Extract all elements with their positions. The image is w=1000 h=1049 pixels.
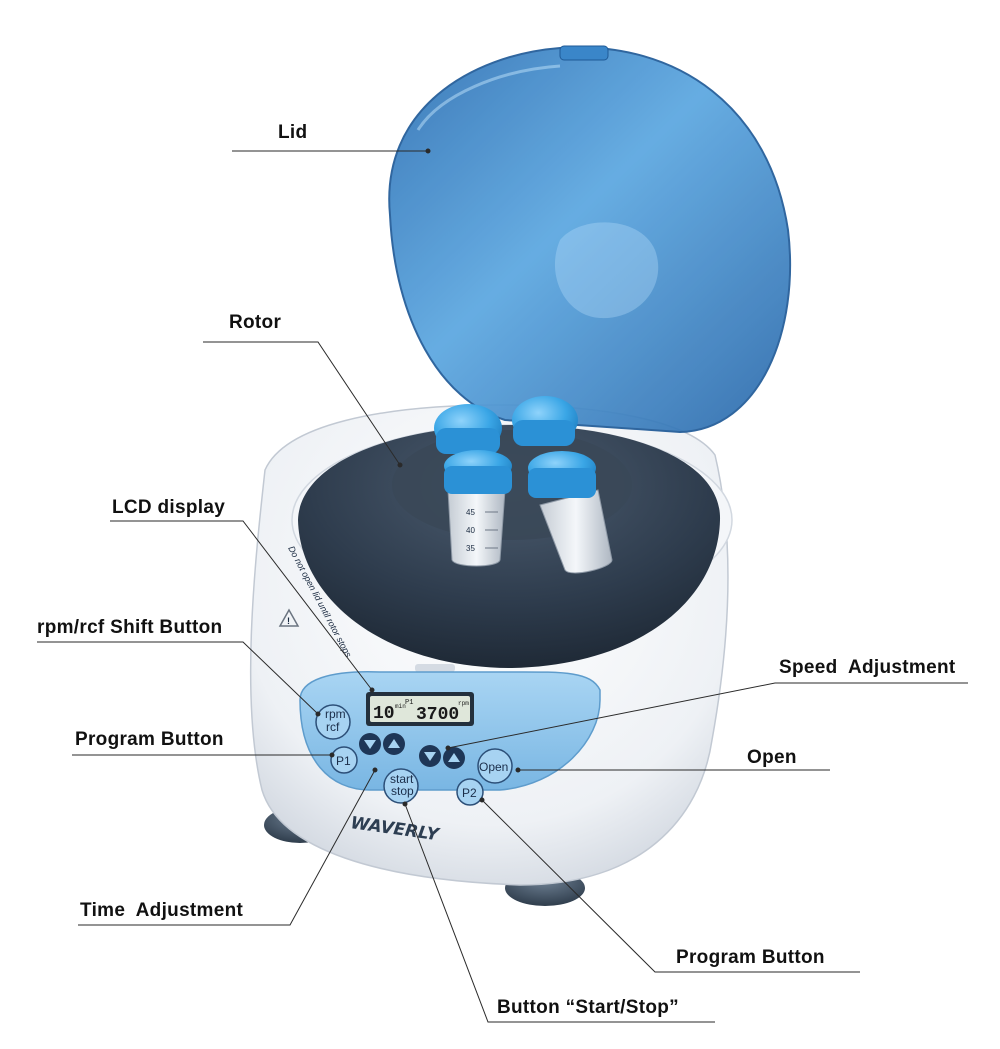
lcd-screen xyxy=(370,696,470,722)
warning-triangle-icon xyxy=(278,608,300,627)
arrow-up-icon xyxy=(448,753,460,762)
callout-start-stop: Button “Start/Stop” xyxy=(497,997,679,1018)
leader-program-right xyxy=(481,799,860,973)
start-stop-button[interactable]: start stop xyxy=(383,768,419,804)
leader-speed xyxy=(447,682,968,749)
lid-hinge-highlight xyxy=(416,64,561,131)
callout-program-button-left: Program Button xyxy=(75,729,224,750)
leader-start-stop xyxy=(404,803,715,1023)
lid xyxy=(388,46,792,434)
tube-mark-35: 35 xyxy=(466,544,475,553)
leader-time xyxy=(78,769,376,926)
tube-cap-back-left-ring xyxy=(436,428,500,454)
tube-front-left: 45 40 35 xyxy=(444,450,512,567)
arrow-down-icon xyxy=(424,752,436,761)
lcd-speed: 3700 xyxy=(416,705,459,725)
p1-label: P1 xyxy=(336,754,351,768)
lid-highlight xyxy=(554,222,659,319)
time-up-button[interactable] xyxy=(383,733,405,755)
rpm-rcf-shift-button[interactable]: rpm rcf xyxy=(315,704,351,740)
rpm-label: rpm xyxy=(325,707,346,721)
lcd-time-unit: min xyxy=(395,703,406,710)
tube-mark-45: 45 xyxy=(466,508,475,517)
start-label: start xyxy=(390,772,414,786)
arrow-down-icon xyxy=(364,740,376,749)
leader-lcd xyxy=(110,520,373,691)
callout-time-adjustment: Time Adjustment xyxy=(80,900,244,921)
p1-button[interactable]: P1 xyxy=(330,746,358,774)
callout-program-button-right: Program Button xyxy=(676,947,825,968)
callout-rpm-rcf-shift: rpm/rcf Shift Button xyxy=(37,617,223,638)
callout-open: Open xyxy=(747,747,797,768)
callout-lcd-display: LCD display xyxy=(112,497,226,518)
p2-label: P2 xyxy=(462,786,477,800)
tube-mark-40: 40 xyxy=(466,526,475,535)
lcd-program: P1 xyxy=(405,699,413,707)
callout-lid: Lid xyxy=(278,122,308,143)
front-latch-slot xyxy=(415,664,455,672)
stop-label: stop xyxy=(391,784,414,798)
lid-latch xyxy=(559,45,609,61)
p2-button[interactable]: P2 xyxy=(456,778,484,806)
speed-up-button[interactable] xyxy=(443,747,465,769)
rcf-label: rcf xyxy=(326,720,340,734)
lcd-speed-unit: rpm xyxy=(458,700,469,707)
speed-down-button[interactable] xyxy=(419,745,441,767)
arrow-up-icon xyxy=(388,739,400,748)
time-down-button[interactable] xyxy=(359,733,381,755)
leader-rpm-rcf xyxy=(37,641,319,715)
tube-cap-back-right-ring xyxy=(513,420,575,446)
open-button[interactable]: Open xyxy=(477,748,513,784)
lcd-time: 10 xyxy=(373,704,395,724)
open-label: Open xyxy=(479,760,508,774)
leader-rotor xyxy=(203,341,401,466)
leader-lines xyxy=(37,148,968,1023)
callout-rotor: Rotor xyxy=(229,312,282,333)
warning-mark: ! xyxy=(287,616,290,626)
callout-speed-adjustment: Speed Adjustment xyxy=(779,657,956,678)
tube-front-right xyxy=(528,451,613,574)
